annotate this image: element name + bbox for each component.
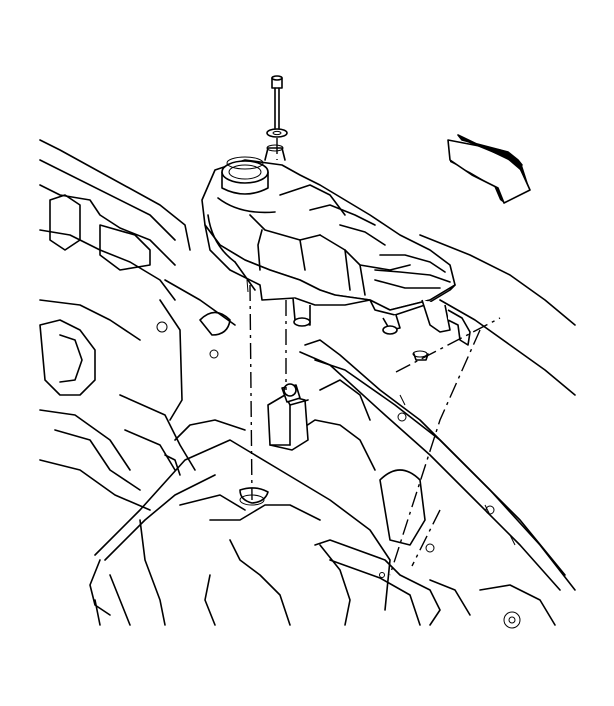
washer — [266, 128, 288, 138]
bolt — [271, 75, 283, 129]
wheelhouse-structure — [39, 139, 236, 511]
fender-rail — [299, 234, 576, 629]
radiator-support-structure — [89, 379, 426, 626]
mounting-stud — [264, 144, 429, 361]
fender-mounting-bracket — [314, 539, 441, 626]
direction-arrow — [447, 134, 531, 204]
reservoir-cap — [221, 156, 269, 195]
mounting-grommet — [267, 383, 309, 451]
coolant-reservoir — [201, 159, 471, 346]
installation-centerlines — [239, 138, 501, 576]
